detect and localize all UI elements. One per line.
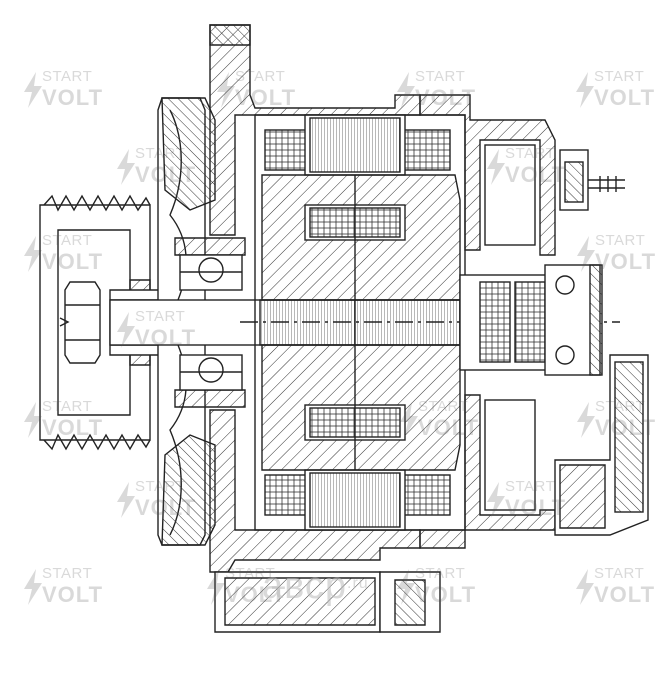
- watermark-logo: START VOLT: [115, 478, 199, 522]
- watermark-line2: VOLT: [42, 582, 104, 607]
- bolt-icon: [487, 482, 505, 518]
- bolt-icon: [487, 149, 505, 185]
- watermark-line2: VOLT: [418, 415, 480, 440]
- watermark-logo: START VOLT: [205, 565, 289, 609]
- bolt-icon: [397, 72, 415, 108]
- watermark-line1: START: [594, 565, 645, 582]
- bolt-icon: [577, 236, 595, 272]
- bolt-icon: [207, 569, 225, 605]
- regulator-block: [554, 354, 649, 536]
- watermark-line2: VOLT: [505, 495, 567, 520]
- front-bearing: [179, 254, 243, 391]
- watermark-line1: START: [505, 145, 556, 162]
- watermark-line2: VOLT: [42, 415, 104, 440]
- watermark-line1: START: [225, 565, 276, 582]
- drawing-linework: [39, 24, 649, 633]
- stator: [254, 114, 466, 531]
- watermark-line1: START: [135, 145, 186, 162]
- watermark-logo: START VOLT: [485, 145, 569, 189]
- watermark-line1: START: [135, 478, 186, 495]
- watermark-line1: START: [415, 68, 466, 85]
- watermark-line2: VOLT: [235, 85, 297, 110]
- watermark-line2: VOLT: [415, 85, 477, 110]
- bolt-icon: [24, 72, 42, 108]
- watermark-logo: START VOLT: [485, 478, 569, 522]
- watermark-line2: VOLT: [505, 162, 567, 187]
- watermark-line1: START: [415, 565, 466, 582]
- watermark-line1: START: [595, 398, 646, 415]
- watermark-line2: VOLT: [595, 249, 657, 274]
- watermark-line1: START: [42, 398, 93, 415]
- watermark-line1: START: [42, 68, 93, 85]
- bolt-icon: [117, 149, 135, 185]
- watermark-line2: VOLT: [135, 162, 197, 187]
- front-housing: [174, 24, 441, 633]
- watermark-logo: START VOLT: [115, 308, 199, 352]
- slip-rings-and-rear-bearing: [459, 264, 603, 376]
- watermark-line2: VOLT: [415, 582, 477, 607]
- watermark-line2: VOLT: [225, 582, 287, 607]
- watermark-logo: START VOLT: [575, 398, 659, 442]
- rear-housing: [419, 94, 556, 549]
- brand-watermark-text: авср: [262, 565, 348, 607]
- watermark-line2: VOLT: [42, 85, 104, 110]
- watermark-line1: START: [595, 232, 646, 249]
- brand-watermark: авср.ru: [262, 565, 369, 608]
- bolt-icon: [397, 569, 415, 605]
- watermark-line2: VOLT: [135, 325, 197, 350]
- watermark-logo: START VOLT: [22, 398, 106, 442]
- bolt-icon: [400, 402, 418, 438]
- watermark-logo: START VOLT: [22, 565, 106, 609]
- watermark-line2: VOLT: [135, 495, 197, 520]
- watermark-logo: START VOLT: [215, 68, 299, 112]
- watermark-logo: START VOLT: [574, 565, 658, 609]
- bolt-icon: [577, 402, 595, 438]
- rotor-claw-poles: [261, 174, 461, 471]
- watermark-line2: VOLT: [42, 249, 104, 274]
- watermark-line2: VOLT: [594, 582, 656, 607]
- watermark-logo: START VOLT: [574, 68, 658, 112]
- watermark-line1: START: [418, 398, 469, 415]
- watermark-logo: START VOLT: [575, 232, 659, 276]
- watermark-line1: START: [594, 68, 645, 85]
- watermark-logo: START VOLT: [398, 398, 482, 442]
- shaft-nut: [59, 281, 101, 364]
- watermark-line2: VOLT: [595, 415, 657, 440]
- watermark-logo: START VOLT: [115, 145, 199, 189]
- bolt-icon: [576, 72, 594, 108]
- watermark-line2: VOLT: [594, 85, 656, 110]
- watermark-line1: START: [505, 478, 556, 495]
- bolt-icon: [217, 72, 235, 108]
- watermark-line1: START: [42, 232, 93, 249]
- bolt-icon: [24, 569, 42, 605]
- watermark-logo: START VOLT: [22, 232, 106, 276]
- bolt-icon: [117, 312, 135, 348]
- bolt-icon: [24, 236, 42, 272]
- watermark-logo: START VOLT: [395, 565, 479, 609]
- watermark-logo: START VOLT: [395, 68, 479, 112]
- bolt-icon: [117, 482, 135, 518]
- watermark-line1: START: [135, 308, 186, 325]
- bolt-icon: [24, 402, 42, 438]
- watermark-logo: START VOLT: [22, 68, 106, 112]
- terminal-stud: [559, 149, 625, 211]
- watermark-line1: START: [42, 565, 93, 582]
- watermark-line1: START: [235, 68, 286, 85]
- brand-watermark-tld: .ru: [347, 575, 369, 592]
- bolt-icon: [576, 569, 594, 605]
